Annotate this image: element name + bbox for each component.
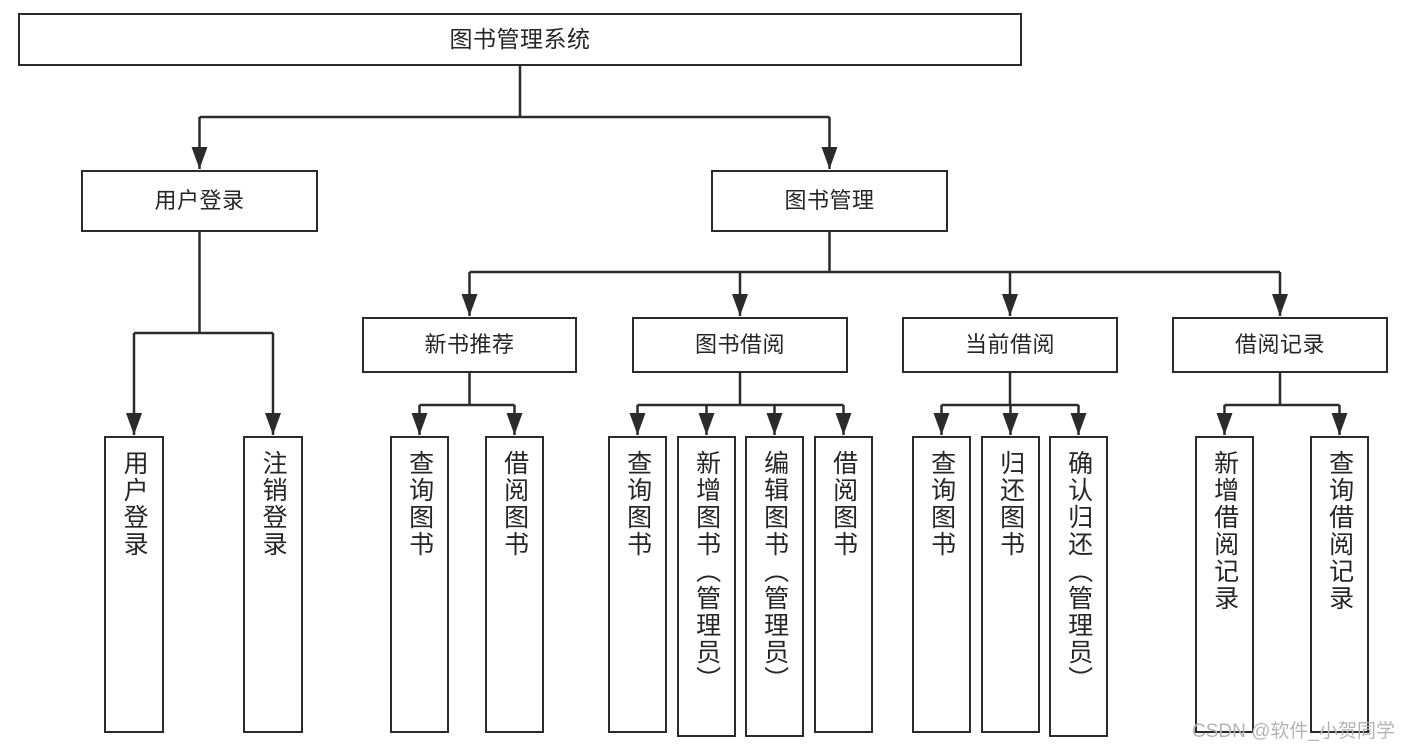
node-label: 借阅图书 bbox=[500, 450, 529, 558]
node-label: 新书推荐 bbox=[424, 332, 515, 358]
node-user-login[interactable]: 用户登录 bbox=[81, 170, 318, 232]
node-label: 借阅记录 bbox=[1234, 332, 1325, 358]
node-label: 用户登录 bbox=[154, 188, 245, 214]
node-label: 图书管理 bbox=[784, 188, 875, 214]
node-label: 查询图书 bbox=[405, 450, 434, 558]
node-leaf-edit-book[interactable]: 编辑图书（管理员） bbox=[745, 436, 804, 737]
node-leaf-query-record[interactable]: 查询借阅记录 bbox=[1310, 436, 1369, 733]
node-leaf-logout[interactable]: 注销登录 bbox=[243, 436, 303, 733]
node-label: 确认归还（管理员） bbox=[1064, 450, 1093, 693]
node-label: 用户登录 bbox=[120, 450, 149, 558]
node-leaf-query-book-rec[interactable]: 查询图书 bbox=[390, 436, 449, 733]
node-label: 图书借阅 bbox=[694, 332, 785, 358]
node-leaf-add-book[interactable]: 新增图书（管理员） bbox=[677, 436, 736, 737]
node-root[interactable]: 图书管理系统 bbox=[18, 13, 1022, 66]
node-current-borrow[interactable]: 当前借阅 bbox=[902, 317, 1118, 373]
node-book-borrow[interactable]: 图书借阅 bbox=[632, 317, 848, 373]
watermark-text: CSDN @软件_小贺同学 bbox=[1192, 721, 1395, 742]
node-leaf-borrow-book-rec[interactable]: 借阅图书 bbox=[485, 436, 544, 733]
node-label: 当前借阅 bbox=[964, 332, 1055, 358]
node-label: 借阅图书 bbox=[829, 450, 858, 558]
node-leaf-borrow-book[interactable]: 借阅图书 bbox=[814, 436, 873, 733]
node-label: 归还图书 bbox=[996, 450, 1025, 558]
node-label: 编辑图书（管理员） bbox=[760, 450, 789, 693]
node-leaf-user-login[interactable]: 用户登录 bbox=[104, 436, 164, 733]
node-leaf-confirm-return[interactable]: 确认归还（管理员） bbox=[1049, 436, 1108, 737]
node-label: 查询借阅记录 bbox=[1325, 450, 1354, 612]
node-label: 查询图书 bbox=[927, 450, 956, 558]
node-leaf-query-book-cur[interactable]: 查询图书 bbox=[912, 436, 971, 733]
node-label: 新增借阅记录 bbox=[1210, 450, 1239, 612]
node-label: 注销登录 bbox=[259, 450, 288, 558]
node-leaf-query-book[interactable]: 查询图书 bbox=[608, 436, 667, 733]
node-label: 查询图书 bbox=[623, 450, 652, 558]
node-leaf-add-record[interactable]: 新增借阅记录 bbox=[1195, 436, 1254, 733]
node-borrow-record[interactable]: 借阅记录 bbox=[1172, 317, 1388, 373]
node-label: 图书管理系统 bbox=[449, 25, 591, 52]
node-leaf-return-book[interactable]: 归还图书 bbox=[981, 436, 1040, 733]
node-new-book-rec[interactable]: 新书推荐 bbox=[362, 317, 577, 373]
node-label: 新增图书（管理员） bbox=[692, 450, 721, 693]
node-book-manage[interactable]: 图书管理 bbox=[711, 170, 948, 232]
